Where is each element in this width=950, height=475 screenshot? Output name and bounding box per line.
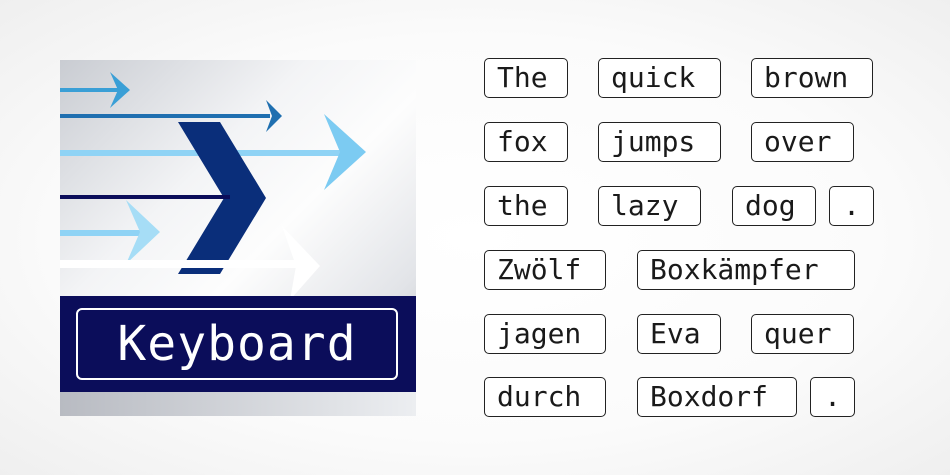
sample-key: . xyxy=(829,186,874,226)
arrow-shaft xyxy=(60,195,230,199)
sample-key: The xyxy=(484,58,568,98)
title-band: Keyboard xyxy=(60,296,416,416)
arrow-shaft xyxy=(60,88,122,92)
sample-key: Zwölf xyxy=(484,250,606,290)
sample-key: dog xyxy=(732,186,816,226)
sample-key: jumps xyxy=(598,122,721,162)
arrow-shaft xyxy=(60,260,300,268)
sample-key: quick xyxy=(598,58,721,98)
sample-key: Boxkämpfer xyxy=(637,250,855,290)
sample-key: lazy xyxy=(598,186,701,226)
sample-key: . xyxy=(810,377,855,417)
chevron-icon xyxy=(178,122,266,274)
arrow-head xyxy=(266,100,282,132)
sample-key: over xyxy=(751,122,854,162)
sample-key: Boxdorf xyxy=(637,377,797,417)
sample-key: the xyxy=(484,186,568,226)
sample-key: fox xyxy=(484,122,568,162)
arrow-head xyxy=(282,226,320,300)
bottom-strip xyxy=(60,392,416,416)
sample-key: jagen xyxy=(484,314,606,354)
arrow-shaft xyxy=(60,230,150,236)
arrow-head xyxy=(110,72,130,108)
arrow-head xyxy=(324,114,366,190)
arrows-graphic xyxy=(60,72,366,300)
font-cover-image: Keyboard xyxy=(60,60,416,416)
sample-key: Eva xyxy=(637,314,721,354)
arrow-head xyxy=(126,200,160,264)
sample-key: brown xyxy=(751,58,873,98)
cover-title: Keyboard xyxy=(76,308,398,380)
arrow-shaft xyxy=(60,114,270,118)
sample-key: durch xyxy=(484,377,606,417)
sample-key: quer xyxy=(751,314,854,354)
